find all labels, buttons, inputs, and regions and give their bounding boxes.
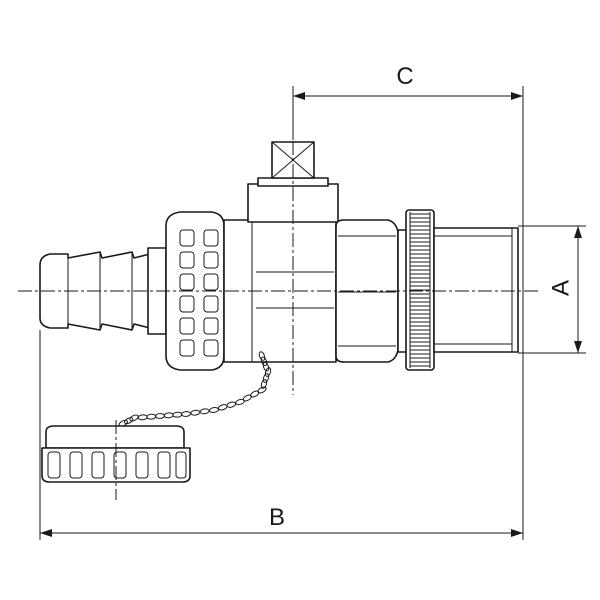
chain-link xyxy=(262,373,270,383)
chain-link xyxy=(146,413,157,420)
dimension-b xyxy=(39,330,523,540)
chain-link xyxy=(217,404,228,411)
chain-link xyxy=(181,411,191,417)
dust-cap xyxy=(41,425,191,483)
dimension-label-b: B xyxy=(269,504,285,531)
chain-link xyxy=(209,407,219,413)
chain-link xyxy=(260,379,268,389)
dimension-a xyxy=(518,225,586,354)
center-lines xyxy=(18,95,538,500)
chain-link xyxy=(163,412,174,419)
chain-link xyxy=(226,401,237,408)
chain-link xyxy=(235,398,245,406)
chain-link xyxy=(199,408,210,415)
chain-link xyxy=(155,413,165,419)
chain-link xyxy=(250,390,260,398)
chain-link xyxy=(137,414,148,421)
dimension-label-a: A xyxy=(547,280,574,296)
chain-link xyxy=(172,411,183,418)
chain-link xyxy=(190,409,201,416)
chain-link xyxy=(242,394,252,402)
chain-link xyxy=(260,356,268,367)
threaded-end xyxy=(433,227,519,353)
chain-link xyxy=(264,367,272,377)
chain-link xyxy=(124,417,134,425)
chain-link xyxy=(129,414,139,422)
left-union-nut xyxy=(165,211,225,371)
chain-link xyxy=(257,386,267,394)
knurled-nut xyxy=(405,209,435,371)
dimension-label-c: C xyxy=(396,63,413,90)
chain-link xyxy=(262,361,270,372)
dimension-c xyxy=(292,86,524,540)
chain-link xyxy=(258,351,266,361)
